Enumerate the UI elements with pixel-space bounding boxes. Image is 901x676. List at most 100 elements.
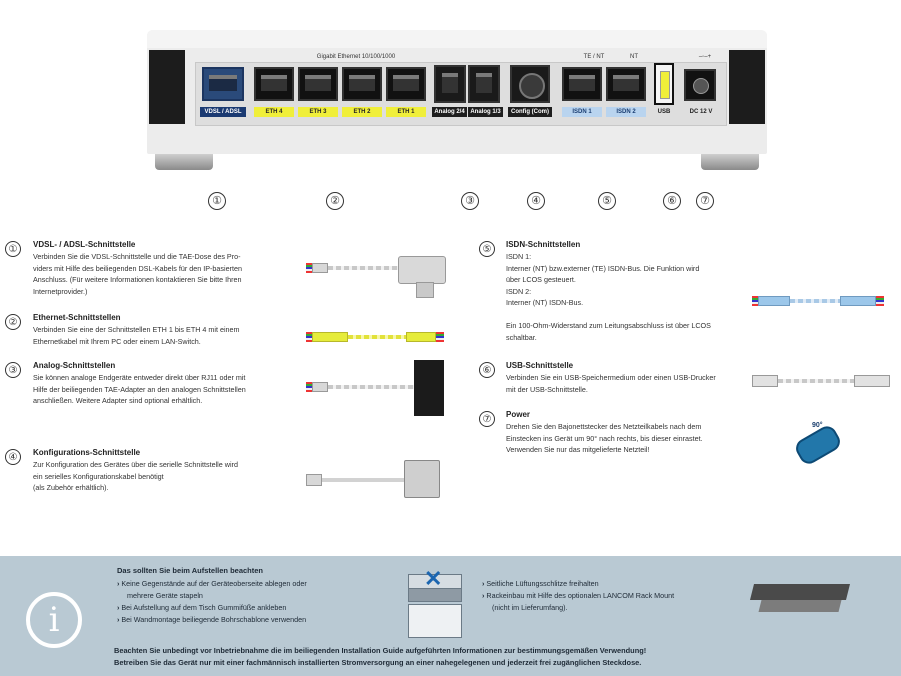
callout-3: ③ <box>461 192 479 210</box>
vdsl-port[interactable] <box>202 67 244 101</box>
isdn-te-nt-header: TE / NT <box>583 54 605 60</box>
info-title: Das sollten Sie beim Aufstellen beachten <box>117 566 264 575</box>
callout-5: ⑤ <box>598 192 616 210</box>
vdsl-label: VDSL / ADSL <box>200 107 246 117</box>
dc-power-socket[interactable] <box>684 69 716 101</box>
isdn2-port[interactable] <box>606 67 646 101</box>
tae-plug-icon <box>398 256 446 284</box>
usb-tongue <box>660 71 670 99</box>
db9-connector-icon <box>404 460 440 498</box>
left-foot <box>155 154 213 170</box>
analog13-label: Analog 1/3 <box>468 107 503 117</box>
serial-cable <box>322 478 404 482</box>
section1-text: Verbinden Sie die VDSL-Schnittstelle und… <box>33 252 242 296</box>
eth1-label: ETH 1 <box>386 107 426 117</box>
eth-yellow-boot-left <box>312 332 348 342</box>
section7-number: ⑦ <box>479 411 495 427</box>
analog-cable-wires <box>306 382 314 392</box>
callout-2: ② <box>326 192 344 210</box>
isdn2-label: ISDN 2 <box>606 107 646 117</box>
stacked-device-bottom <box>408 588 462 602</box>
eth3-port[interactable] <box>298 67 338 101</box>
info-bullet-2: Bei Aufstellung auf dem Tisch Gummifüße … <box>117 602 286 614</box>
eth-yellow-boot-right <box>406 332 436 342</box>
section3-text: Sie können analoge Endgeräte entweder di… <box>33 373 246 405</box>
analog-cable <box>328 385 414 389</box>
warning-line-2: Betreiben Sie das Gerät nur mit einer fa… <box>114 658 642 667</box>
dc-label: DC 12 V <box>689 109 713 115</box>
section2-text: Verbinden Sie eine der Schnittstellen ET… <box>33 325 240 346</box>
eth-cable-wires-right <box>436 332 444 342</box>
eth4-label: ETH 4 <box>254 107 294 117</box>
analog-rj11-plug <box>312 382 328 392</box>
section2-number: ② <box>5 314 21 330</box>
usb-label: USB <box>657 109 671 115</box>
usb-plug-left <box>752 375 778 387</box>
analog24-port[interactable] <box>434 65 466 103</box>
warning-line-1: Beachten Sie unbedingt vor Inbetriebnahm… <box>114 646 647 655</box>
dc-pin <box>693 78 709 94</box>
usb-plug-right <box>854 375 890 387</box>
info-bullet-4: Seitliche Lüftungsschlitze freihalten <box>482 578 598 590</box>
section5-number: ⑤ <box>479 241 495 257</box>
gigabit-header: Gigabit Ethernet 10/100/1000 <box>316 54 396 60</box>
section1-number: ① <box>5 241 21 257</box>
eth4-port[interactable] <box>254 67 294 101</box>
eth2-port[interactable] <box>342 67 382 101</box>
isdn1-label: ISDN 1 <box>562 107 602 117</box>
callout-4: ④ <box>527 192 545 210</box>
section6-text: Verbinden Sie ein USB-Speichermedium ode… <box>506 373 716 394</box>
rack-mount-device-icon <box>758 600 842 612</box>
dc-polarity-symbol: –◦–+ <box>698 54 712 60</box>
ethernet-cable <box>348 335 406 339</box>
tae-adapter-icon <box>414 360 444 416</box>
callout-1: ① <box>208 192 226 210</box>
rotation-angle-label: 90° <box>812 422 823 429</box>
eth2-label: ETH 2 <box>342 107 382 117</box>
section5-text: ISDN 1: Interner (NT) bzw.externer (TE) … <box>506 252 711 342</box>
config-round-socket <box>519 73 545 99</box>
isdn-cable-wires-left <box>752 296 760 306</box>
left-rubber-block <box>149 50 185 124</box>
isdn1-port[interactable] <box>562 67 602 101</box>
eth-cable-wires-left <box>306 332 314 342</box>
isdn-nt-header: NT <box>630 54 638 60</box>
rack-mount-tray-icon <box>750 584 850 600</box>
eth1-port[interactable] <box>386 67 426 101</box>
section4-title: Konfigurations-Schnittstelle <box>33 448 141 457</box>
section6-title: USB-Schnittstelle <box>506 361 574 370</box>
info-icon: i <box>26 592 82 648</box>
section7-text: Drehen Sie den Bajonettstecker des Netzt… <box>506 422 703 454</box>
dsl-cable <box>328 266 398 270</box>
device-top-edge <box>147 30 767 48</box>
port-panel: Gigabit Ethernet 10/100/1000 TE / NT NT … <box>195 54 727 126</box>
right-foot <box>701 154 759 170</box>
router-rear-view: Gigabit Ethernet 10/100/1000 TE / NT NT … <box>147 30 767 170</box>
tae-plug-tab <box>416 282 434 298</box>
callout-6: ⑥ <box>663 192 681 210</box>
drilling-template-icon <box>408 604 462 638</box>
right-rubber-block <box>729 50 765 124</box>
info-bullet-3: Bei Wandmontage beiliegende Bohrschablon… <box>117 614 306 626</box>
section3-number: ③ <box>5 362 21 378</box>
dsl-cable-wires <box>306 263 314 273</box>
isdn-blue-boot-left <box>758 296 790 306</box>
usb-cable <box>778 379 854 383</box>
section5-title: ISDN-Schnittstellen <box>506 240 581 249</box>
section3-title: Analog-Schnittstellen <box>33 361 116 370</box>
config-label: Config (Com) <box>508 107 552 117</box>
serial-cable-end <box>306 474 322 486</box>
config-com-port[interactable] <box>510 65 550 103</box>
section2-title: Ethernet-Schnittstellen <box>33 313 121 322</box>
setup-info-box: i Das sollten Sie beim Aufstellen beacht… <box>0 556 901 676</box>
do-not-stack-x-icon: ✕ <box>424 566 443 591</box>
dsl-rj45-plug <box>312 263 328 273</box>
isdn-cable <box>790 299 840 303</box>
info-bullet-1-cont: mehrere Geräte stapeln <box>127 591 203 600</box>
section4-number: ④ <box>5 449 21 465</box>
usb-port[interactable] <box>654 63 674 105</box>
section7-title: Power <box>506 410 531 419</box>
bayonet-power-plug-icon <box>792 422 844 468</box>
isdn-cable-wires-right <box>876 296 884 306</box>
analog13-port[interactable] <box>468 65 500 103</box>
